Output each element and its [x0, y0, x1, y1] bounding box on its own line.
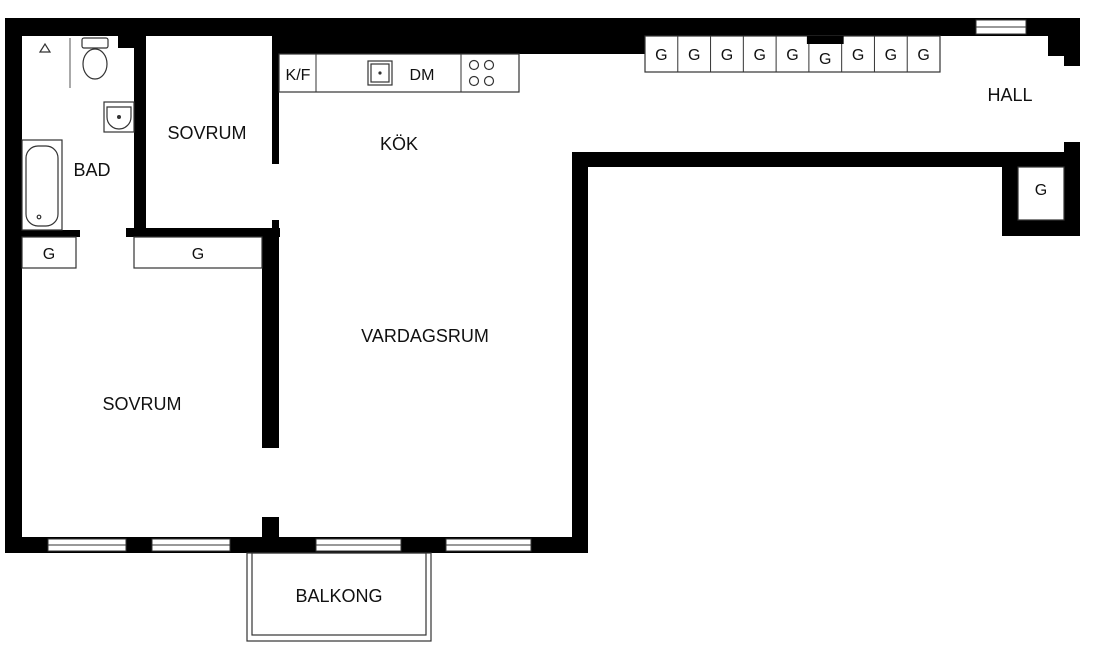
- wardrobes: G G G: [21, 166, 1065, 269]
- wardrobe-label: G: [192, 246, 204, 263]
- dishwasher-label: DM: [410, 67, 435, 84]
- hall-wardrobe-label: G: [688, 47, 700, 64]
- room-label-vardagsrum: VARDAGSRUM: [361, 326, 489, 346]
- hall-wardrobe-label: G: [885, 47, 897, 64]
- toilet-icon: [69, 37, 109, 88]
- balcony: [246, 552, 432, 642]
- room-label-sovrum-small: SOVRUM: [167, 123, 246, 143]
- fridge-freezer-label: K/F: [286, 67, 311, 84]
- hall-wardrobe-label: G: [786, 47, 798, 64]
- kitchen-sink-icon: [367, 60, 393, 86]
- wardrobe-label: G: [43, 246, 55, 263]
- bathtub: [21, 139, 63, 231]
- room-label-kok: KÖK: [380, 134, 418, 154]
- room-label-bad: BAD: [73, 160, 110, 180]
- interior-walls: [22, 18, 280, 539]
- wardrobe-hall-closet: [1017, 166, 1065, 221]
- stove-icon: [468, 59, 495, 87]
- hall-wardrobe-label: G: [917, 47, 929, 64]
- sink-icon: [103, 101, 135, 133]
- wardrobe-bath: [21, 236, 77, 269]
- floor-drain-icon: [38, 42, 52, 53]
- kitchen-counter: K/F DM: [278, 53, 520, 93]
- room-labels: BAD SOVRUM KÖK HALL VARDAGSRUM SOVRUM BA…: [73, 85, 1032, 606]
- hall-wardrobe-label: G: [753, 47, 765, 64]
- room-label-balkong: BALKONG: [295, 586, 382, 606]
- wall-nub: [806, 36, 844, 44]
- hall-wardrobe-label: G: [852, 47, 864, 64]
- windows: [47, 19, 1027, 552]
- bathroom-fixtures: [21, 37, 135, 231]
- hall-wardrobe-label: G: [655, 47, 667, 64]
- room-label-hall: HALL: [987, 85, 1032, 105]
- hall-wardrobe-label: G: [819, 51, 831, 68]
- wardrobe-bedroom: [133, 236, 263, 269]
- exterior-walls: [5, 18, 1080, 553]
- room-label-sovrum-large: SOVRUM: [102, 394, 181, 414]
- wardrobe-label: G: [1035, 182, 1047, 199]
- hall-wardrobe-label: G: [721, 47, 733, 64]
